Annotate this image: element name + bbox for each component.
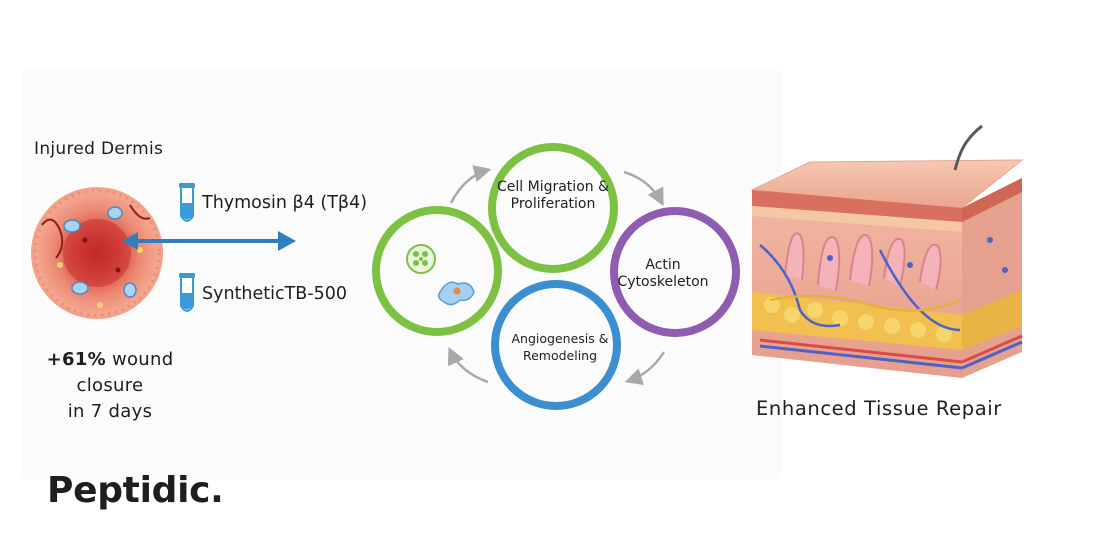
test-tube-icon bbox=[179, 273, 195, 312]
cycle-arrow bbox=[449, 165, 492, 204]
skin-cross-section-image bbox=[750, 124, 1024, 378]
closure-line-2: closure bbox=[76, 375, 144, 396]
cell-icons-ring bbox=[372, 206, 502, 336]
wound-dish-icon bbox=[31, 187, 163, 319]
closure-word: wound bbox=[105, 349, 174, 370]
tb500-label: SyntheticTB-500 bbox=[202, 284, 348, 304]
test-tube-icon bbox=[179, 183, 195, 222]
brand-logo: Peptidic. bbox=[47, 470, 224, 511]
closure-percent: +61% bbox=[46, 349, 106, 370]
angiogenesis-ring bbox=[491, 280, 621, 410]
cell-migration-label: Cell Migration & Proliferation bbox=[497, 179, 609, 212]
cycle-arrow bbox=[447, 346, 489, 384]
angiogenesis-label: Angiogenesis & Remodeling bbox=[511, 331, 609, 363]
closure-line-1: +61% wound bbox=[30, 347, 190, 373]
thymosin-label: Thymosin β4 (Tβ4) bbox=[202, 193, 368, 213]
cycle-arrow bbox=[623, 170, 664, 207]
double-arrow-icon bbox=[122, 231, 296, 251]
actin-cytoskeleton-label: Actin Cytoskeleton bbox=[617, 257, 709, 290]
cycle-arrow bbox=[624, 351, 666, 386]
tissue-repair-caption: Enhanced Tissue Repair bbox=[756, 397, 1002, 420]
actin-ring bbox=[610, 207, 740, 337]
closure-line-3: in 7 days bbox=[67, 401, 153, 422]
cell-migration-ring bbox=[488, 143, 618, 273]
migrating-cell-icon bbox=[437, 281, 475, 306]
wound-closure-stat: +61% wound closure in 7 days bbox=[30, 347, 190, 425]
injured-dermis-title: Injured Dermis bbox=[34, 139, 164, 159]
cell-cluster-icon bbox=[406, 244, 436, 274]
